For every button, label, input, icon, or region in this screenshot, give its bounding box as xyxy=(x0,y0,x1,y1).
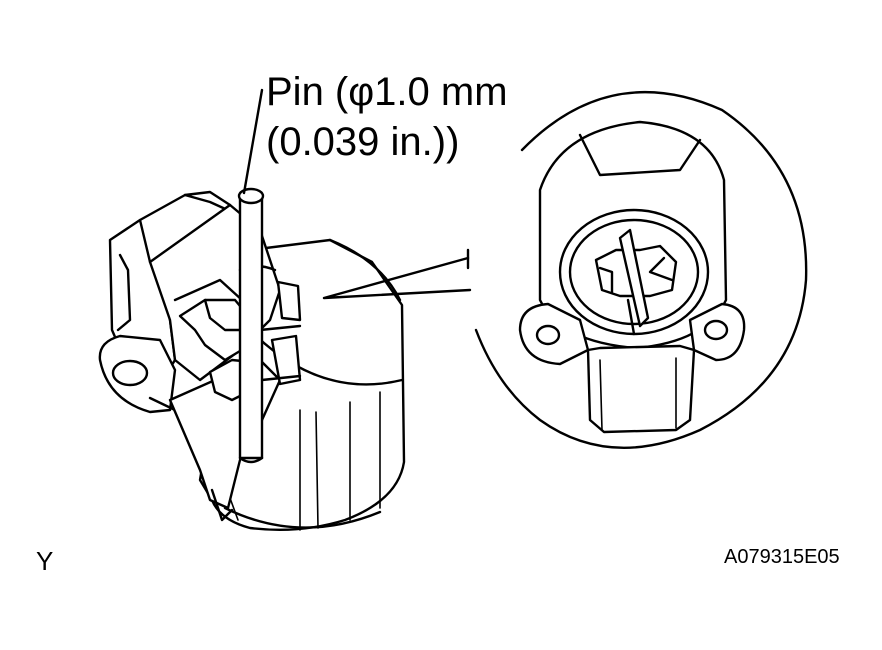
detail-view xyxy=(474,90,808,449)
figure-identifier: A079315E05 xyxy=(724,546,840,568)
callout-wedge xyxy=(322,256,472,300)
pin xyxy=(237,187,265,464)
pin-label-line1: Pin (φ1.0 mm xyxy=(266,70,508,114)
pin-leader-line xyxy=(242,88,264,195)
view-mark-letter: Y xyxy=(36,546,54,576)
pin-label-line2: (0.039 in.)) xyxy=(266,120,460,164)
